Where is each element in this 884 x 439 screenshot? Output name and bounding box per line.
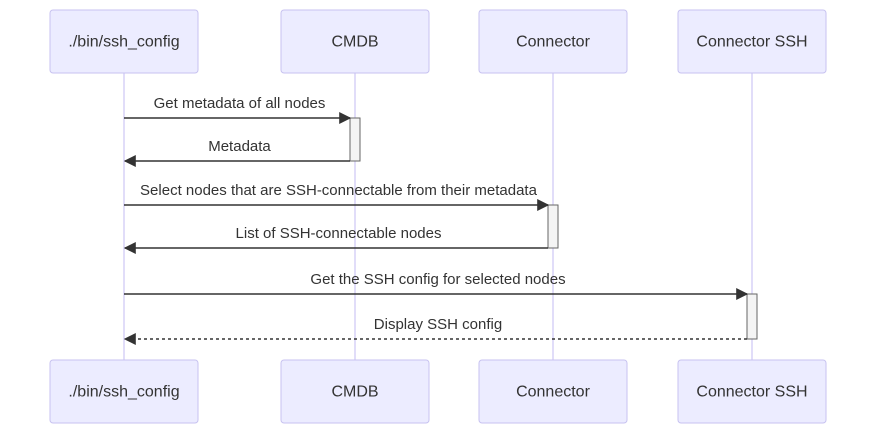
participant-top-connector: Connector bbox=[478, 9, 628, 74]
participant-box bbox=[677, 359, 827, 424]
participant-bottom-ssh_config: ./bin/ssh_config bbox=[49, 359, 199, 424]
participant-box bbox=[478, 9, 628, 74]
message-label: Display SSH config bbox=[374, 316, 502, 333]
message-3: List of SSH-connectable nodes bbox=[123, 225, 548, 254]
participant-top-cmdb: CMDB bbox=[280, 9, 430, 74]
participant-top-connector_ssh: Connector SSH bbox=[677, 9, 827, 74]
message-label: Get the SSH config for selected nodes bbox=[310, 271, 565, 288]
participant-box bbox=[280, 9, 430, 74]
message-4: Get the SSH config for selected nodes bbox=[124, 271, 749, 300]
participant-bottom-connector: Connector bbox=[478, 359, 628, 424]
message-label: Metadata bbox=[208, 138, 271, 155]
message-label: Get metadata of all nodes bbox=[154, 95, 326, 112]
participant-label: ./bin/ssh_config bbox=[68, 34, 179, 51]
participant-label: Connector bbox=[516, 384, 590, 401]
message-2: Select nodes that are SSH-connectable fr… bbox=[124, 182, 550, 211]
participant-label: Connector bbox=[516, 34, 590, 51]
participant-box bbox=[478, 359, 628, 424]
message-label: Select nodes that are SSH-connectable fr… bbox=[140, 182, 538, 199]
participant-bottom-connector_ssh: Connector SSH bbox=[677, 359, 827, 424]
message-1: Metadata bbox=[123, 138, 350, 167]
participant-box bbox=[677, 9, 827, 74]
participant-label: Connector SSH bbox=[696, 384, 807, 401]
message-label: List of SSH-connectable nodes bbox=[236, 225, 442, 242]
activation-bar-connector_ssh bbox=[746, 293, 758, 340]
participant-label: CMDB bbox=[331, 384, 378, 401]
message-5: Display SSH config bbox=[123, 316, 747, 345]
activation-bar-cmdb bbox=[349, 117, 361, 162]
participant-label: Connector SSH bbox=[696, 34, 807, 51]
participant-box bbox=[280, 359, 430, 424]
participant-box bbox=[49, 9, 199, 74]
participant-bottom-cmdb: CMDB bbox=[280, 359, 430, 424]
participant-label: ./bin/ssh_config bbox=[68, 384, 179, 401]
participant-top-ssh_config: ./bin/ssh_config bbox=[49, 9, 199, 74]
message-0: Get metadata of all nodes bbox=[124, 95, 352, 124]
participant-label: CMDB bbox=[331, 34, 378, 51]
participant-box bbox=[49, 359, 199, 424]
activation-bar-connector bbox=[547, 204, 559, 249]
